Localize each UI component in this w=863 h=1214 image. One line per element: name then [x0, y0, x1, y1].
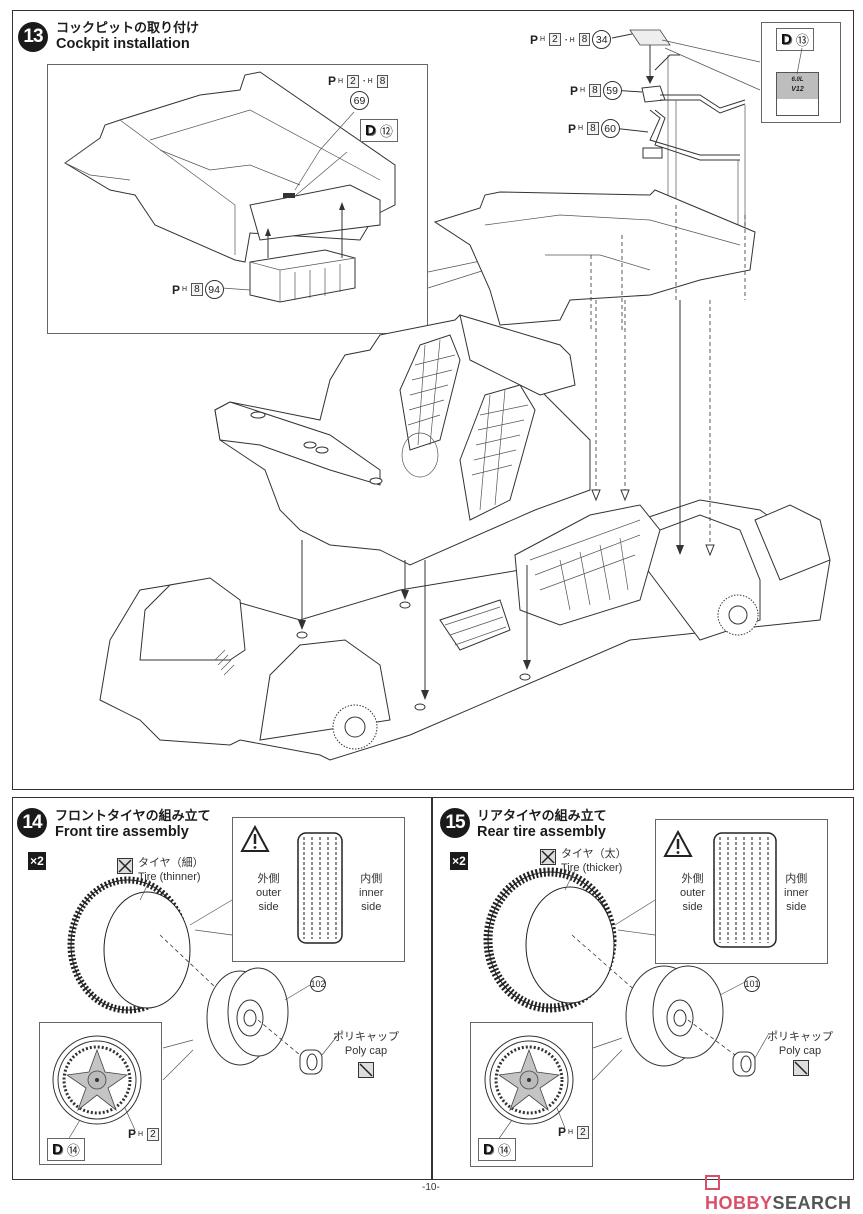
quantity-x2-badge: ×2: [28, 852, 46, 870]
rear-wheel-part-101: 101: [744, 976, 760, 992]
step13-number-badge: 13: [18, 22, 48, 52]
hobby-search-watermark: HOBBYSEARCH: [705, 1172, 863, 1214]
step15-number-badge: 15: [440, 808, 470, 838]
step15-title-jp: リアタイヤの組み立て: [477, 808, 607, 823]
step14-title: フロントタイヤの組み立て Front tire assembly: [55, 807, 211, 841]
warning-icon: [240, 824, 270, 852]
step15-frame: [432, 797, 854, 1180]
no-glue-icon: [540, 849, 556, 865]
front-polycap-label: ポリキャップ Poly cap: [333, 1031, 399, 1057]
no-glue-icon: [117, 858, 133, 874]
step14-frame: [12, 797, 432, 1180]
no-glue-icon: [793, 1060, 809, 1076]
inner-side-label: 内側 inner side: [359, 873, 384, 913]
watermark-logo-icon: [705, 1175, 720, 1190]
tire-tread-view: [713, 832, 777, 948]
rollbar-parts-drawing: [611, 29, 761, 260]
step14-title-en: Front tire assembly: [55, 824, 189, 840]
step15-title-en: Rear tire assembly: [477, 824, 606, 840]
step13-title-en: Cockpit installation: [56, 36, 190, 52]
step13-frame: [12, 10, 854, 790]
quantity-x2-badge: ×2: [450, 852, 468, 870]
decal-13-leader: [796, 47, 803, 75]
step14-title-jp: フロントタイヤの組み立て: [55, 808, 211, 823]
tire-thicker-label: タイヤ（太） Tire (thicker): [540, 847, 627, 875]
page-number: -10-: [422, 1182, 440, 1193]
step13-title: コックピットの取り付け Cockpit installation: [56, 19, 199, 53]
cockpit-tub-drawing: [64, 71, 486, 303]
step13-title-jp: コックピットの取り付け: [56, 20, 200, 35]
outer-side-label: 外側 outer side: [680, 873, 706, 913]
no-glue-icon: [358, 1062, 374, 1078]
front-wheel-face-drawing: [52, 1035, 142, 1141]
step15-title: リアタイヤの組み立て Rear tire assembly: [477, 807, 607, 841]
v12-plate-decal: 6.0L V12: [776, 72, 819, 116]
front-tire-wheel-drawing: [67, 876, 339, 1081]
inner-side-label: 内側 inner side: [784, 873, 809, 913]
part-69-label: 69: [350, 91, 369, 110]
rear-polycap-label: ポリキャップ Poly cap: [767, 1031, 833, 1057]
tire-tread-view: [297, 832, 343, 944]
outer-side-label: 外側 outer side: [256, 873, 282, 913]
front-wheel-part-102: 102: [310, 976, 326, 992]
tire-thinner-label: タイヤ（細） Tire (thinner): [117, 856, 204, 884]
chassis-assembly-drawing: [99, 189, 831, 761]
warning-icon: [663, 829, 693, 857]
step14-number-badge: 14: [17, 808, 47, 838]
